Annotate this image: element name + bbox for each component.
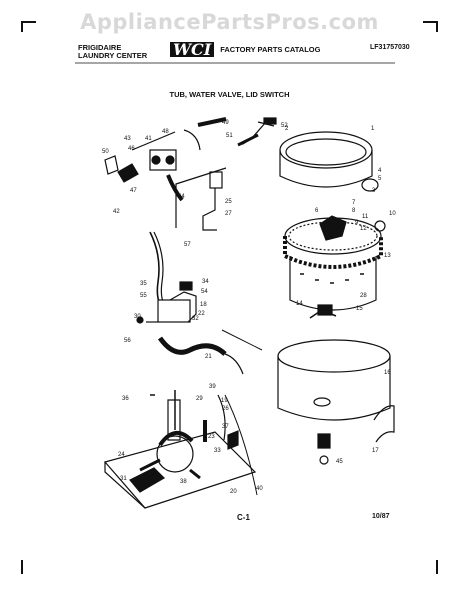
part-label: 20	[230, 489, 237, 495]
part-label: 31	[120, 476, 127, 482]
watermark-text: AppliancePartsPros.com	[80, 10, 379, 34]
part-label: 52	[281, 123, 288, 129]
brand-name: FRIGIDAIRE	[78, 43, 122, 52]
part-label: 56	[124, 338, 131, 344]
part-label: 1	[371, 126, 375, 132]
brand-subline: LAUNDRY CENTER	[78, 51, 148, 60]
drain-hose-icon	[157, 336, 244, 375]
part-label: 54	[201, 289, 208, 295]
part-label: 35	[140, 281, 147, 287]
part-label: 53	[181, 286, 188, 292]
part-label: 40	[256, 486, 263, 492]
part-label: 38	[180, 479, 187, 485]
part-label: 29	[196, 396, 203, 402]
part-label: 26	[222, 406, 229, 412]
part-label: 17	[372, 448, 379, 454]
part-label: 23	[208, 434, 215, 440]
part-label: 48	[162, 129, 169, 135]
part-label: 6	[315, 208, 319, 214]
part-label: 18	[200, 302, 207, 308]
diagram-title: TUB, WATER VALVE, LID SWITCH	[169, 90, 290, 99]
part-label: 46	[128, 146, 135, 152]
part-label: 45	[336, 459, 343, 465]
part-label: 3	[372, 188, 376, 194]
part-label: 50	[102, 149, 109, 155]
part-label: 9	[355, 220, 359, 226]
part-label: 25	[225, 199, 232, 205]
catalog-label: FACTORY PARTS CATALOG	[220, 45, 321, 54]
tub-ring-icon	[237, 117, 379, 192]
part-label: 33	[214, 448, 221, 454]
part-label: 28	[360, 293, 367, 299]
part-label: 41	[145, 136, 152, 142]
part-number-labels: 1 2 3 4 5 6 7 8 9 10 11 12 13 14 15 16 1…	[102, 120, 396, 495]
model-code: LF31757030	[370, 44, 410, 51]
part-label: 12	[360, 226, 367, 232]
wci-logo: WCI	[170, 42, 215, 58]
part-label: 21	[205, 354, 212, 360]
part-label: 19	[221, 398, 228, 404]
part-label: 44	[178, 194, 185, 200]
part-label: 37	[222, 424, 229, 430]
part-label: 34	[202, 279, 209, 285]
revision-date: 10/87	[372, 513, 390, 520]
water-valve-icon	[104, 117, 227, 231]
brand-block: FRIGIDAIRE LAUNDRY CENTER	[78, 44, 147, 60]
part-label: 27	[225, 211, 232, 217]
part-label: 13	[384, 253, 391, 259]
part-label: 16	[384, 370, 391, 376]
part-label: 42	[113, 209, 120, 215]
part-label: 30	[134, 314, 141, 320]
part-label: 15	[356, 306, 363, 312]
part-label: 57	[184, 242, 191, 248]
motor-base-icon	[103, 390, 257, 509]
part-label: 32	[192, 316, 199, 322]
part-label: 47	[130, 188, 137, 194]
part-label: 49	[222, 120, 229, 126]
part-label: 55	[140, 293, 147, 299]
part-label: 39	[209, 384, 216, 390]
lid-switch-icon	[136, 231, 197, 324]
part-label: 8	[352, 208, 356, 214]
page-number: C-1	[237, 513, 250, 522]
part-label: 51	[226, 133, 233, 139]
part-label: 36	[122, 396, 129, 402]
crop-marks	[21, 21, 438, 574]
part-label: 43	[124, 136, 131, 142]
outer-tub-icon	[277, 339, 395, 465]
part-label: 22	[198, 311, 205, 317]
part-label: 7	[352, 200, 356, 206]
catalog-header: WCI FACTORY PARTS CATALOG	[170, 42, 321, 58]
leader-curve	[224, 394, 258, 496]
part-label: 2	[285, 126, 289, 132]
part-label: 5	[378, 176, 382, 182]
part-label: 10	[389, 211, 396, 217]
part-label: 11	[362, 214, 369, 220]
part-label: 14	[296, 301, 303, 307]
part-label: 4	[378, 168, 382, 174]
basket-icon	[283, 215, 386, 319]
leader-line	[221, 329, 263, 351]
part-label: 24	[118, 452, 125, 458]
